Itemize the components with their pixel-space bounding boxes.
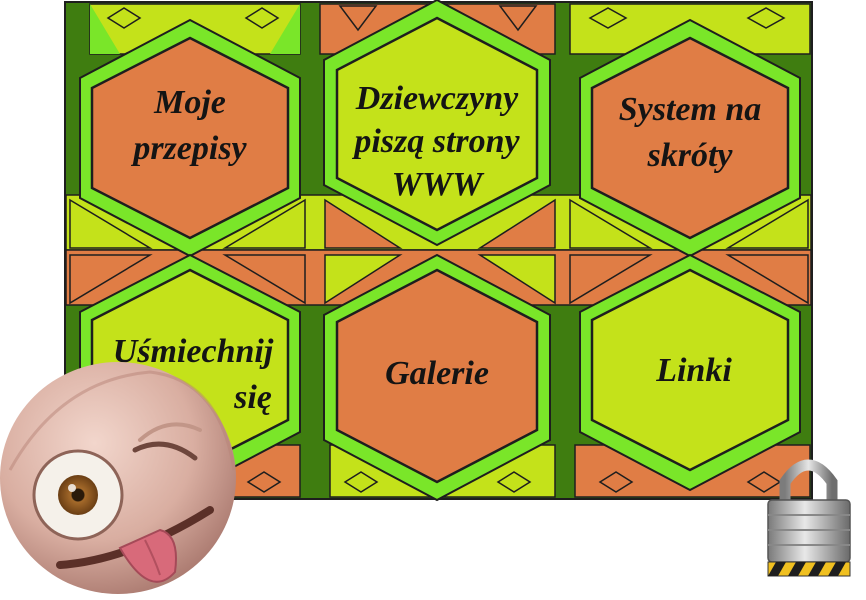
hex-link-linki[interactable]: Linki: [590, 268, 790, 472]
hex-link-galerie[interactable]: Galerie: [335, 268, 539, 484]
hex-label-linki: Linki: [655, 352, 732, 389]
hex-label-galerie: Galerie: [385, 355, 489, 392]
